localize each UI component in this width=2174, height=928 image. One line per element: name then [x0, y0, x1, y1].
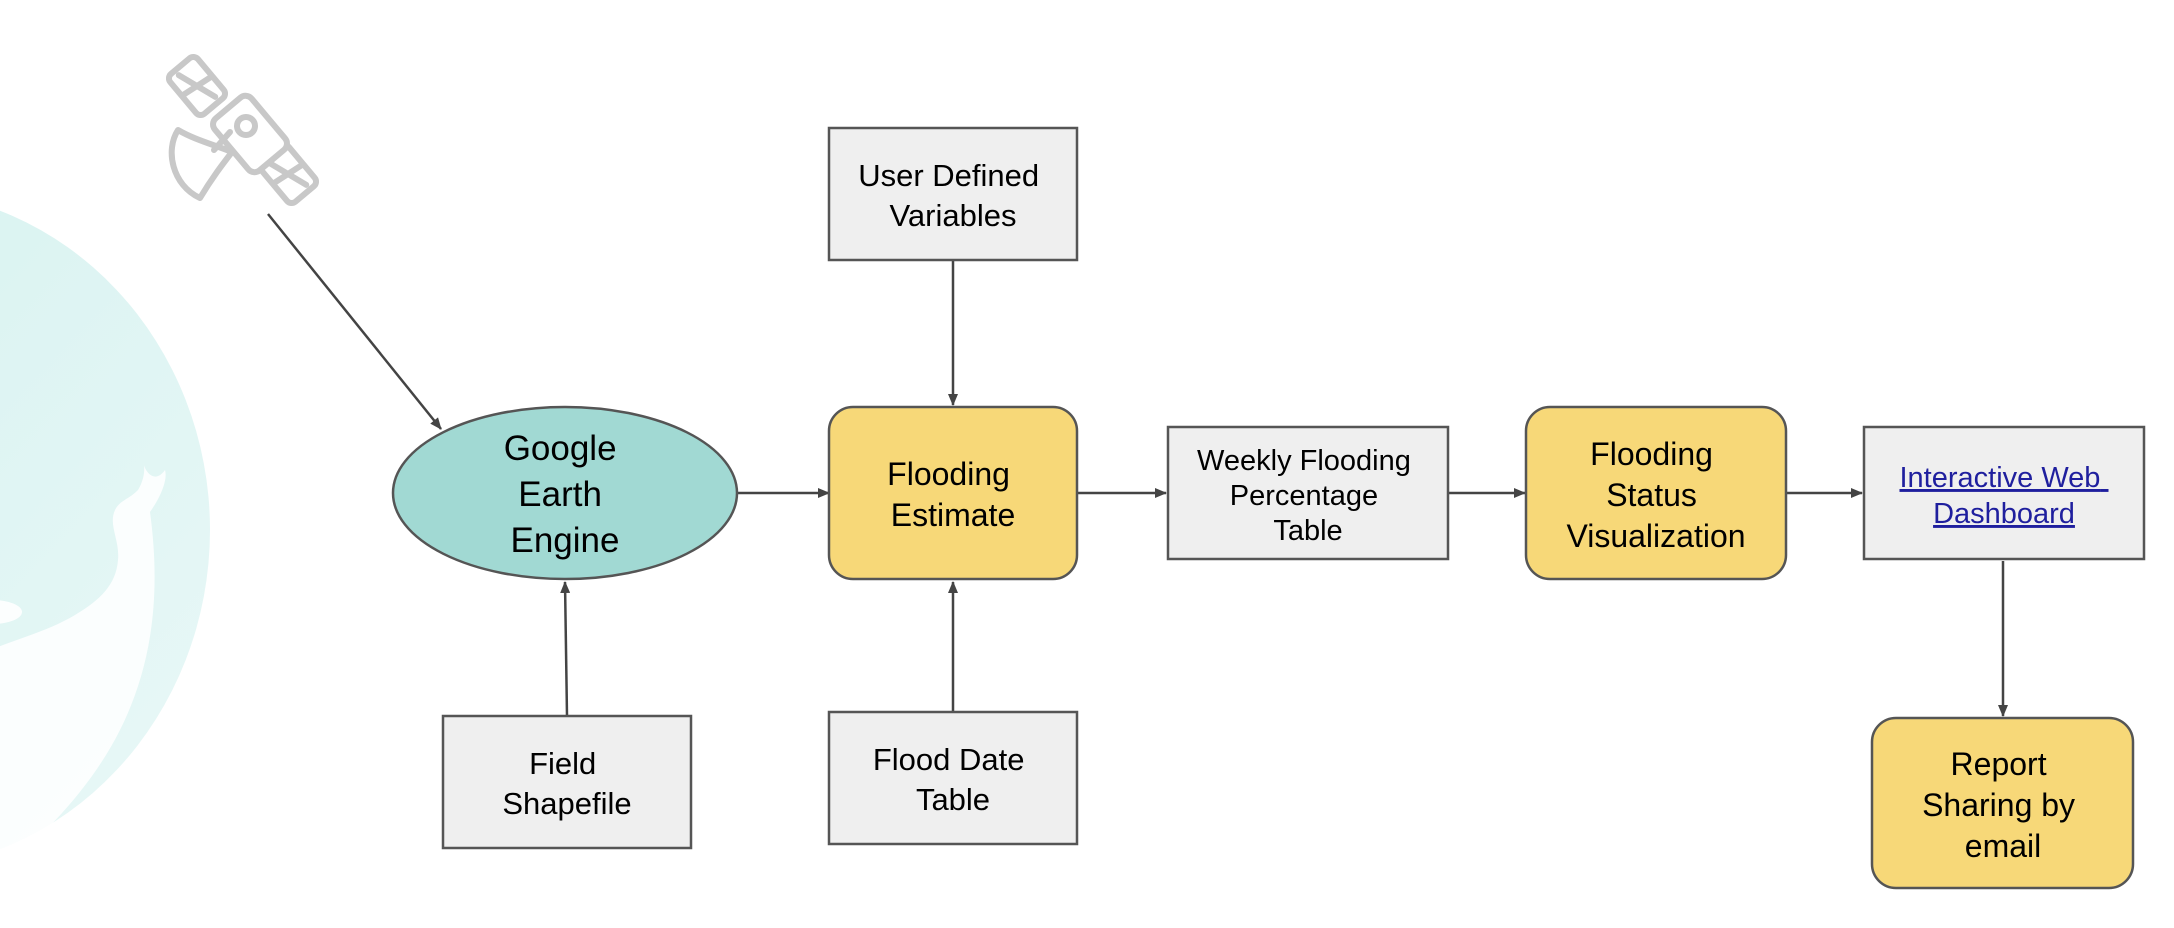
- node-label-line: Report: [1951, 746, 2047, 782]
- node-label-line: Percentage: [1230, 480, 1378, 512]
- node-google-earth-engine: Google Earth Engine: [391, 405, 739, 581]
- node-label-line: Earth: [518, 475, 602, 514]
- svg-text:User Defined Variables: User Defined Variables: [858, 158, 1048, 233]
- node-label-line: Engine: [511, 521, 620, 560]
- dashboard-link[interactable]: Interactive Web Dashboard: [1899, 462, 2108, 530]
- svg-text:Weekly Flooding Percenta: Weekly Flooding Percentage Table: [1197, 445, 1419, 547]
- node-label-line: Weekly Flooding: [1197, 445, 1411, 477]
- node-report-sharing: Report Sharing by email: [1870, 716, 2135, 890]
- satellite-icon: [165, 53, 320, 207]
- node-flooding-estimate: Flooding Estimate: [827, 405, 1079, 581]
- svg-text:Flooding Estimate: Flooding Estimate: [887, 456, 1019, 533]
- node-label-line: Estimate: [891, 497, 1015, 533]
- svg-text:Flood Date Table: Flood Date Table: [873, 742, 1033, 817]
- node-flooding-status-visualization: Flooding Status Visualization: [1524, 405, 1788, 581]
- node-label-line: Shapefile: [502, 786, 631, 821]
- node-weekly-flooding-table: Weekly Flooding Percentage Table: [1166, 425, 1450, 561]
- node-label-line: Table: [916, 782, 990, 817]
- node-label-line: Variables: [890, 198, 1017, 233]
- node-label-line: Dashboard: [1933, 498, 2075, 530]
- node-label-line: Visualization: [1566, 518, 1745, 554]
- svg-text:Flooding Status Vi: Flooding Status Visualization: [1566, 436, 1745, 554]
- node-label-line: Flood Date: [873, 742, 1025, 777]
- edge-shapefile-to-gee: [560, 581, 571, 717]
- node-label-line: Flooding: [1590, 436, 1713, 472]
- node-label-line: email: [1965, 828, 2041, 864]
- globe-illustration: [0, 210, 210, 872]
- svg-text:Field Shapefile: Field Shapefile: [502, 746, 631, 821]
- node-label-line: Field: [529, 746, 596, 781]
- node-label-line: Google: [504, 429, 617, 468]
- node-label-line: Table: [1273, 515, 1342, 547]
- node-interactive-web-dashboard: Interactive Web Dashboard: [1862, 425, 2146, 561]
- svg-text:Google Earth Engin: Google Earth Engine: [504, 429, 627, 560]
- node-user-defined-variables: User Defined Variables: [827, 126, 1079, 262]
- node-label-line: User Defined: [858, 158, 1039, 193]
- node-label-line: Flooding: [887, 456, 1010, 492]
- node-label-line: Sharing by: [1922, 787, 2075, 823]
- edges: [267, 213, 2008, 717]
- edge-satellite-to-gee: [267, 213, 442, 430]
- svg-text:Report Sharing by: Report Sharing by email: [1922, 746, 2084, 864]
- node-flood-date-table: Flood Date Table: [827, 710, 1079, 846]
- node-label-line: Status: [1606, 477, 1697, 513]
- node-field-shapefile: Field Shapefile: [441, 714, 693, 850]
- node-label-line: Interactive Web: [1899, 462, 2100, 494]
